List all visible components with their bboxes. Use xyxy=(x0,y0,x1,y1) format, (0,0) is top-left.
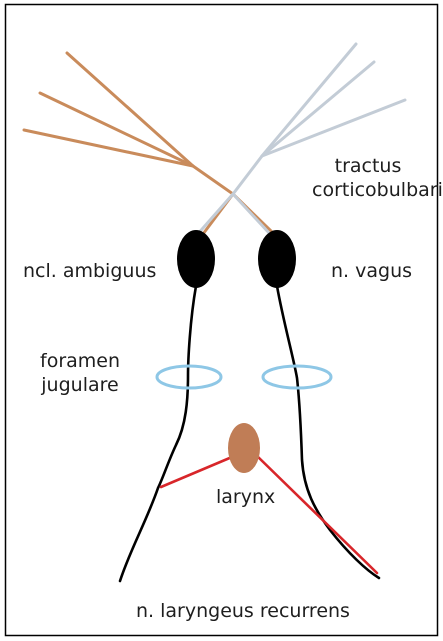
recurrent-laryngeal-nerve xyxy=(161,454,377,573)
label-tractus-line2: corticobulbaris xyxy=(312,178,424,202)
left-corticobulbar-fibers xyxy=(24,53,272,234)
right-corticobulbar-fibers xyxy=(196,44,405,236)
diagram-border xyxy=(6,5,438,636)
ncl-ambiguus-nucleus xyxy=(177,230,215,288)
label-n-vagus: n. vagus xyxy=(331,259,412,283)
label-tractus-line1: tractus xyxy=(312,154,424,178)
label-foramen-line1: foramen xyxy=(40,349,120,373)
right-nerve xyxy=(277,286,379,578)
label-tractus-corticobulbaris: tractus corticobulbaris xyxy=(312,154,424,202)
n-vagus-nucleus xyxy=(258,230,296,288)
label-ncl-ambiguus: ncl. ambiguus xyxy=(23,259,156,283)
label-n-laryngeus-recurrens: n. laryngeus recurrens xyxy=(136,599,350,623)
larynx-shape xyxy=(228,423,260,473)
left-nerve xyxy=(120,286,196,581)
label-foramen-line2: jugulare xyxy=(40,373,120,397)
label-larynx: larynx xyxy=(216,485,275,509)
label-foramen-jugulare: foramen jugulare xyxy=(40,349,120,397)
